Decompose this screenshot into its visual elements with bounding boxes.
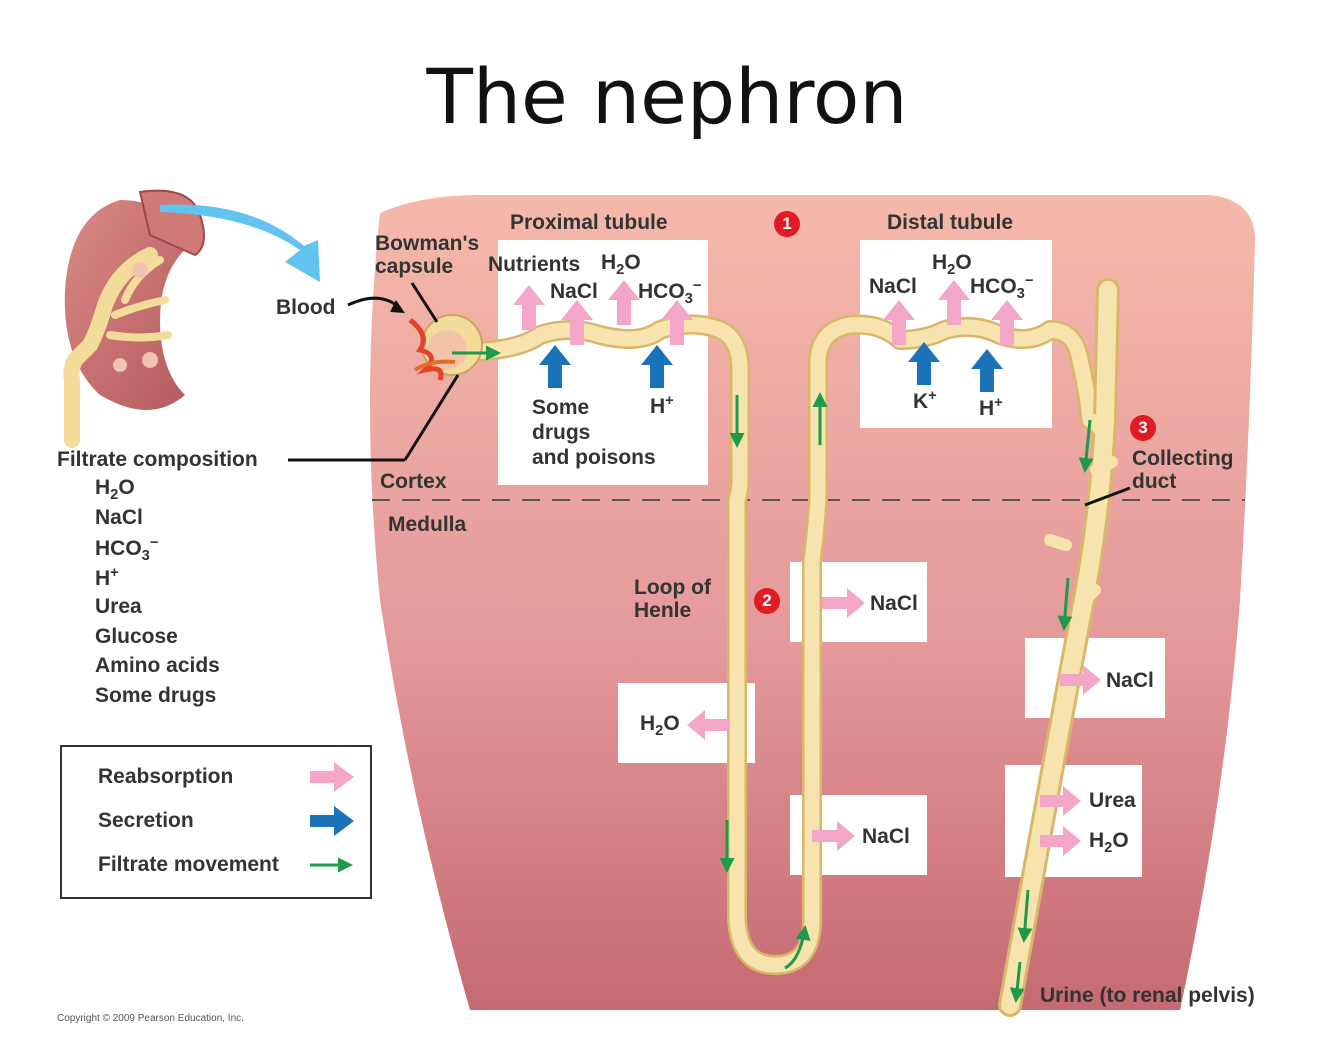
kidney-illustration [63, 189, 205, 448]
collecting-duct-pointer [1084, 486, 1131, 507]
filtrate-item: NaCl [95, 505, 143, 529]
proximal-hco3-label: HCO3− [638, 278, 702, 308]
cortex-label: Cortex [380, 470, 447, 493]
filtrate-item: H2O [95, 476, 135, 504]
filtrate-item: Some drugs [95, 683, 217, 707]
proximal-h2o-label: H2O [601, 251, 641, 279]
urine-label: Urine (to renal pelvis) [1040, 984, 1255, 1007]
distal-hco3-label: HCO3− [970, 273, 1034, 303]
legend: Reabsorption Secretion Filtrate movement [60, 745, 372, 899]
duct-h2o-label: H2O [1089, 829, 1129, 857]
copyright-notice: Copyright © 2009 Pearson Education, Inc. [57, 1013, 244, 1024]
duct-urea-label: Urea [1089, 789, 1136, 812]
proximal-tubule-label: Proximal tubule [510, 211, 668, 234]
distal-k-plus-label: K+ [913, 388, 937, 413]
proximal-h-plus-label: H+ [650, 393, 674, 418]
legend-secretion-label: Secretion [98, 809, 194, 832]
legend-secretion-arrow-icon [310, 806, 354, 836]
proximal-nutrients-label: Nutrients [488, 253, 581, 276]
kidney-zoom-arrow [160, 204, 320, 282]
legend-reabsorption-label: Reabsorption [98, 765, 234, 788]
filtrate-item: HCO3− [95, 535, 159, 565]
distal-h-plus-label: H+ [979, 395, 1003, 420]
page-title: The nephron [426, 52, 908, 141]
loop-h2o-label: H2O [640, 712, 680, 740]
reabsorption-arrows [513, 280, 1101, 856]
distal-tubule-label: Distal tubule [887, 211, 1014, 234]
distal-h2o-label: H2O [932, 251, 972, 279]
distal-nacl-label: NaCl [869, 275, 917, 298]
filtrate-item: Glucose [95, 624, 178, 648]
proximal-nacl-label: NaCl [550, 280, 598, 303]
collecting-duct-label: Collecting duct [1132, 447, 1234, 494]
legend-reabsorption-arrow-icon [310, 762, 354, 792]
duct-nacl-label: NaCl [1106, 669, 1154, 692]
medulla-label: Medulla [388, 513, 467, 536]
loop-of-henle-label: Loop of Henle [634, 576, 711, 623]
step-badge-1: 1 [774, 211, 800, 237]
filtrate-item: H+ [95, 565, 119, 591]
filtrate-item: Amino acids [95, 654, 220, 678]
bowmans-capsule-label: Bowman's capsule [375, 232, 480, 279]
filtrate-item: Urea [95, 594, 142, 618]
blood-label: Blood [276, 296, 336, 319]
bowmans-capsule-pointer [410, 282, 439, 323]
step-badge-3: 3 [1130, 415, 1156, 441]
loop-nacl-upper-label: NaCl [870, 592, 918, 615]
loop-nacl-lower-label: NaCl [862, 825, 910, 848]
step-badge-2: 2 [754, 588, 780, 614]
proximal-secretion-label: Some drugs and poisons [532, 396, 656, 470]
legend-filtrate-movement-label: Filtrate movement [98, 853, 279, 876]
filtrate-movement-arrows [452, 345, 1094, 1003]
secretion-arrows [539, 342, 1003, 392]
glomerulus [408, 314, 483, 381]
filtrate-composition-heading: Filtrate composition [57, 448, 258, 471]
